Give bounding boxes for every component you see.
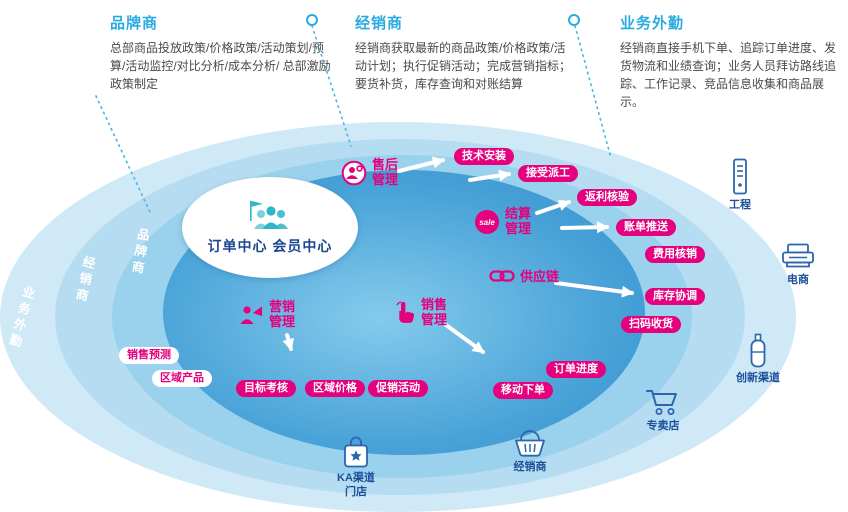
pill-sales-forecast: 销售预测 xyxy=(119,347,179,364)
svg-text:sale: sale xyxy=(479,218,495,227)
module-after-sales: 售后 管理 xyxy=(341,157,399,187)
pill-mobile-order: 移动下单 xyxy=(493,382,553,399)
server-rack-icon xyxy=(733,158,747,195)
legend-distributor-title: 经销商 xyxy=(355,15,404,32)
pill-rebate-verify: 返利核验 xyxy=(577,189,637,206)
pill-accept-dispatch: 接受派工 xyxy=(518,165,578,182)
legend-distributor-body: 经销商获取最新的商品政策/价格政策/活动计划；执行促销活动；完成营销指标；要货补… xyxy=(355,41,572,91)
shopping-basket-icon xyxy=(515,430,545,457)
legend-brand-title: 品牌商 xyxy=(110,15,159,32)
pill-scan-receive: 扫码收货 xyxy=(621,316,681,333)
pill-promotion: 促销活动 xyxy=(368,380,428,397)
module-supply-chain: 供应链 xyxy=(489,266,559,285)
pill-regional-product: 区域产品 xyxy=(152,370,212,387)
channel-engineering-label: 工程 xyxy=(729,199,751,211)
channel-engineering: 工程 xyxy=(720,158,760,213)
channel-ecommerce: 电商 xyxy=(776,243,820,288)
pill-inventory-coordination: 库存协调 xyxy=(645,288,705,305)
chain-links-icon xyxy=(489,269,515,282)
channel-innovative-label: 创新渠道 xyxy=(736,372,780,384)
click-hand-icon xyxy=(396,300,415,323)
module-marketing: 营销 管理 xyxy=(238,299,296,329)
pill-regional-price: 区域价格 xyxy=(305,380,365,397)
channel-innovative: 创新渠道 xyxy=(733,333,783,386)
pill-bill-push: 账单推送 xyxy=(616,219,676,236)
channel-specialty-store: 专卖店 xyxy=(640,387,686,434)
connector-dot-icon xyxy=(568,14,580,26)
channel-specialty-store-label: 专卖店 xyxy=(646,420,680,432)
channel-distributor-label: 经销商 xyxy=(513,461,547,473)
megaphone-person-icon xyxy=(240,305,262,324)
channel-distributor: 经销商 xyxy=(507,430,553,475)
people-flag-icon xyxy=(250,201,288,229)
legend-distributor: 经销商 经销商获取最新的商品政策/价格政策/活动计划；执行促销活动；完成营销指标… xyxy=(355,12,577,93)
module-after-sales-label: 售后 管理 xyxy=(372,157,399,187)
module-settlement: sale 结算 管理 xyxy=(474,206,532,236)
sale-badge-icon: sale xyxy=(475,209,499,234)
channel-ka-store-label: KA渠道 门店 xyxy=(337,472,375,498)
center-hub-title: 订单中心 会员中心 xyxy=(207,238,333,254)
module-settlement-label: 结算 管理 xyxy=(505,206,532,236)
module-sales-label: 销售 管理 xyxy=(421,297,448,327)
module-marketing-label: 营销 管理 xyxy=(269,299,296,329)
connector-dot-icon xyxy=(306,14,318,26)
channel-ecommerce-label: 电商 xyxy=(787,274,809,286)
pos-terminal-icon xyxy=(782,243,814,268)
center-hub: 订单中心 会员中心 xyxy=(182,177,358,278)
pill-target-assessment: 目标考核 xyxy=(236,380,296,397)
legend-field: 业务外勤 经销商直接手机下单、追踪订单进度、发货物流和业绩查询；业务人员拜访路线… xyxy=(620,12,842,111)
legend-brand-body: 总部商品投放政策/价格政策/活动策划/预算/活动监控/对比分析/成本分析/ 总部… xyxy=(110,41,331,91)
module-supply-chain-label: 供应链 xyxy=(520,269,560,284)
bottle-icon xyxy=(750,333,766,368)
legend-brand: 品牌商 总部商品投放政策/价格政策/活动策划/预算/活动监控/对比分析/成本分析… xyxy=(110,12,338,93)
legend-field-body: 经销商直接手机下单、追踪订单进度、发货物流和业绩查询；业务人员拜访路线追踪、工作… xyxy=(620,41,837,109)
shopping-cart-icon xyxy=(646,390,677,415)
after-sales-icon xyxy=(341,160,367,185)
pill-order-progress: 订单进度 xyxy=(546,361,606,378)
pill-expense-writeoff: 费用核销 xyxy=(645,246,705,263)
legend-field-title: 业务外勤 xyxy=(620,15,685,32)
module-sales: 销售 管理 xyxy=(392,297,448,327)
channel-ka-store: KA渠道 门店 xyxy=(333,435,379,500)
pill-tech-install: 技术安装 xyxy=(454,148,514,165)
shopping-bag-icon xyxy=(344,436,368,468)
